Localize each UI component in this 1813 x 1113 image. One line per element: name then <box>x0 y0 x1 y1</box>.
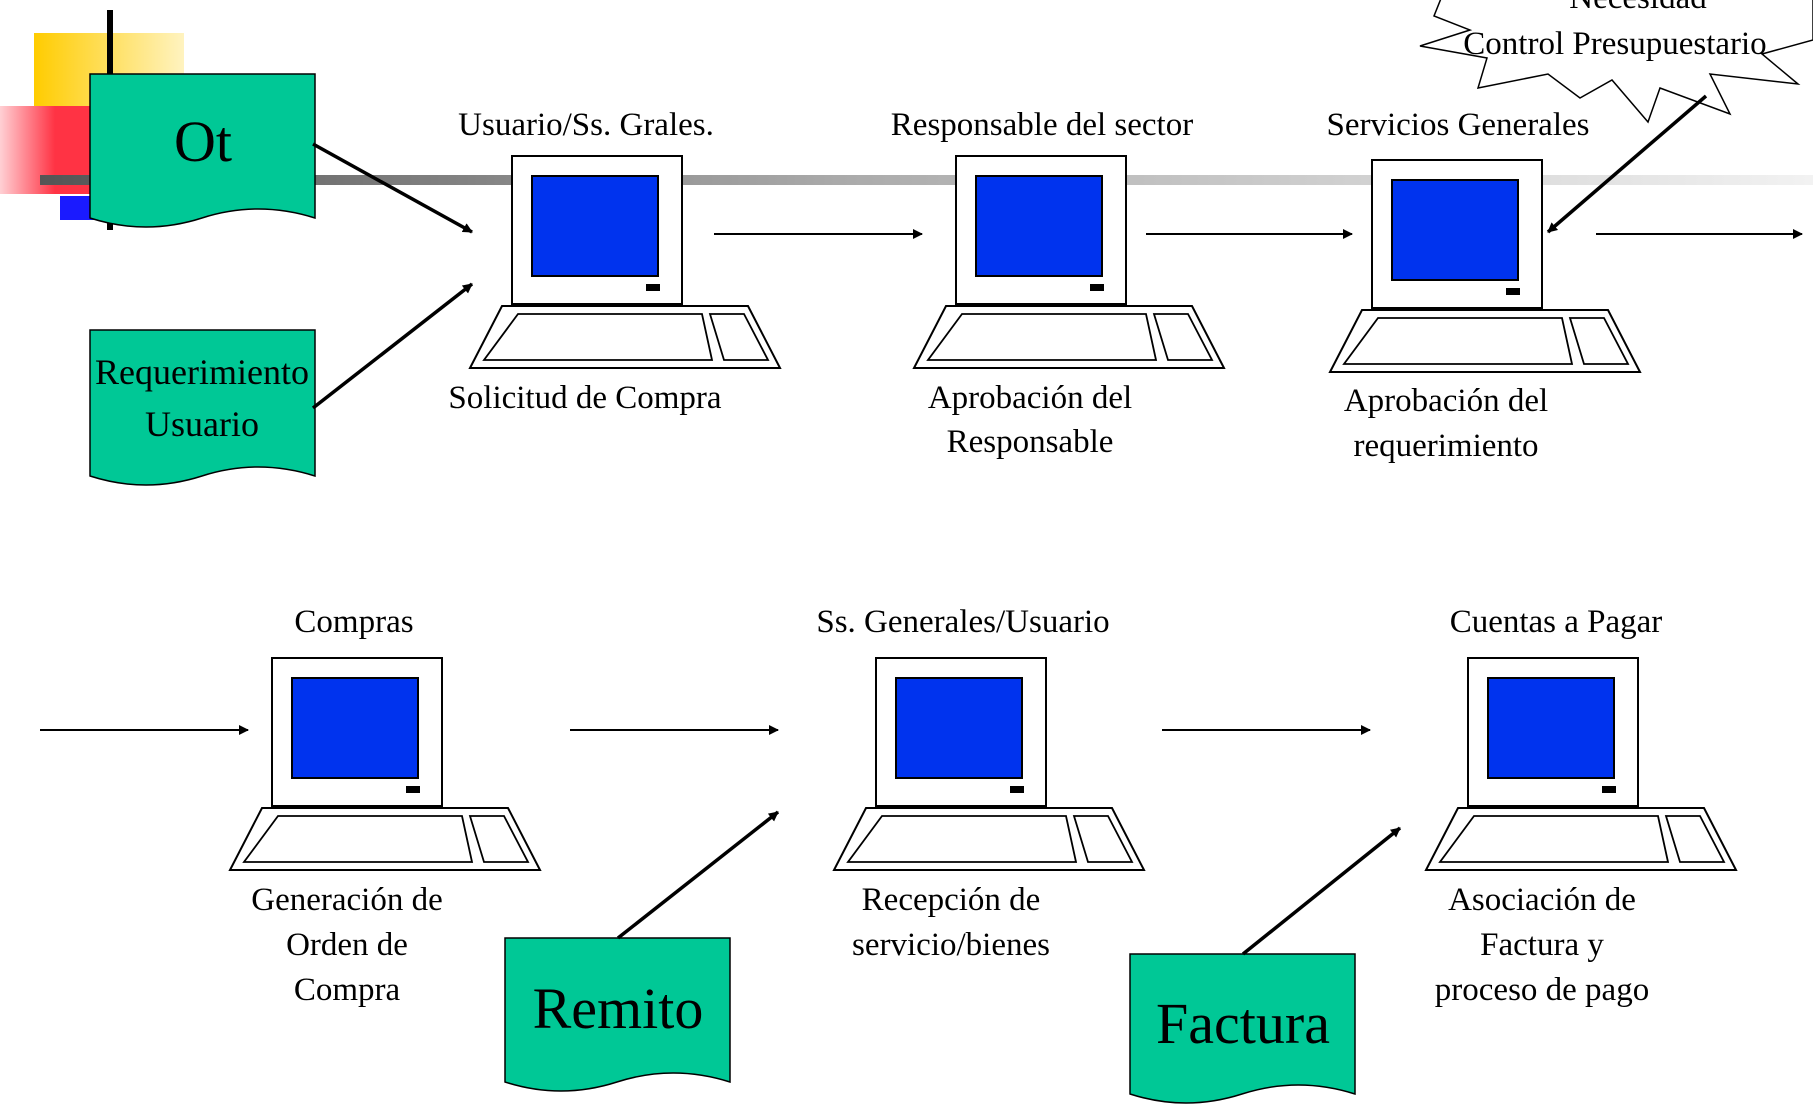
arrow-remito-to-recepcion <box>616 810 780 940</box>
document-factura: Factura <box>1129 953 1356 1104</box>
arrow-requerimiento-to-solicitud <box>311 282 474 410</box>
station-2-desc-line1: Aprobación del <box>928 380 1132 416</box>
station-1-desc-line1: Solicitud de Compra <box>448 380 721 416</box>
computer-icon <box>469 155 781 369</box>
computer-icon <box>1425 657 1737 871</box>
station-6-desc-line3: proceso de pago <box>1435 972 1649 1008</box>
arrow-callout-to-servicios <box>1546 94 1708 234</box>
station-1: Usuario/Ss. Grales. Solicitud de Compra <box>448 107 781 416</box>
station-5-role: Ss. Generales/Usuario <box>816 604 1109 640</box>
callout-line1: Necesidad <box>1569 0 1707 16</box>
process-arrows <box>40 229 1803 735</box>
station-5-desc-line2: servicio/bienes <box>852 927 1050 963</box>
callout-line2: Control Presupuestario <box>1463 26 1766 62</box>
station-6-desc-line2: Factura y <box>1480 927 1604 963</box>
station-2-desc-line2: Responsable <box>947 424 1114 460</box>
title-rule <box>40 175 1813 185</box>
computer-icon <box>913 155 1225 369</box>
arrow-factura-to-asociacion <box>1241 826 1402 956</box>
station-4-role: Compras <box>294 604 413 640</box>
station-4: Compras Generación de Orden de Compra <box>229 604 541 1008</box>
document-remito: Remito <box>504 937 731 1092</box>
station-2: Responsable del sector Aprobación del Re… <box>891 107 1225 460</box>
station-4-desc-line2: Orden de <box>286 927 408 963</box>
document-requerimiento-line2: Usuario <box>145 404 259 444</box>
document-remito-label: Remito <box>533 976 704 1041</box>
station-3-desc-line2: requerimiento <box>1353 428 1538 464</box>
document-requerimiento-line1: Requerimiento <box>95 352 309 392</box>
station-4-desc-line1: Generación de <box>251 882 442 918</box>
station-4-desc-line3: Compra <box>294 972 401 1008</box>
callout-necesidad: Necesidad Control Presupuestario <box>1419 0 1813 124</box>
station-2-role: Responsable del sector <box>891 107 1193 143</box>
station-3-role: Servicios Generales <box>1327 107 1590 143</box>
document-ot: Ot <box>89 73 316 228</box>
computer-icon <box>229 657 541 871</box>
station-3: Servicios Generales Aprobación del reque… <box>1327 107 1641 464</box>
station-3-desc-line1: Aprobación del <box>1344 383 1548 419</box>
document-requerimiento: Requerimiento Usuario <box>89 329 316 486</box>
station-5-desc-line1: Recepción de <box>862 882 1041 918</box>
computer-icon <box>833 657 1145 871</box>
station-6-desc-line1: Asociación de <box>1448 882 1636 918</box>
station-6-role: Cuentas a Pagar <box>1450 604 1663 640</box>
arrow-ot-to-solicitud <box>312 142 473 234</box>
station-5: Ss. Generales/Usuario Recepción de servi… <box>816 604 1145 963</box>
document-ot-label: Ot <box>174 109 232 174</box>
station-1-role: Usuario/Ss. Grales. <box>458 107 714 143</box>
flow-arrows <box>311 94 1708 956</box>
document-factura-label: Factura <box>1156 991 1330 1056</box>
station-6: Cuentas a Pagar Asociación de Factura y … <box>1425 604 1737 1008</box>
